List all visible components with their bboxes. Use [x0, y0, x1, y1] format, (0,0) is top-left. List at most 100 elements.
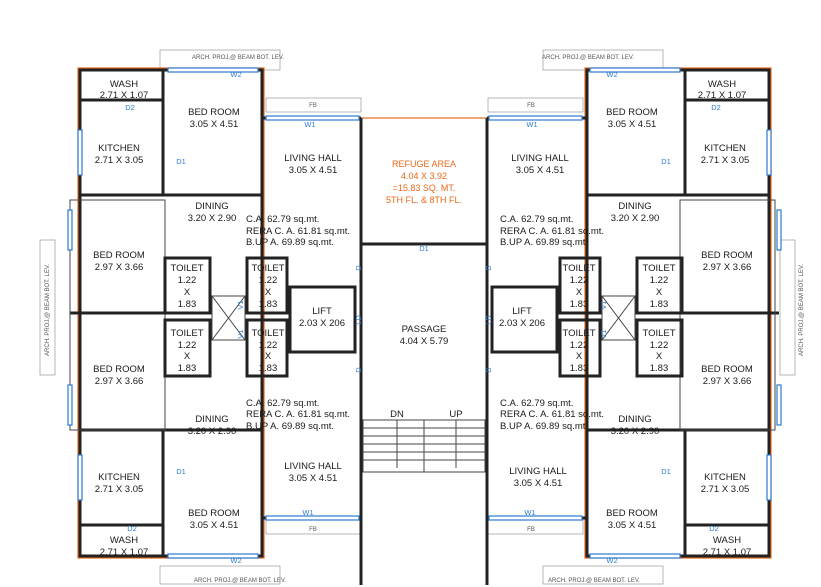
area-bup: B.UP A. 69.89 sq.mt.: [500, 237, 588, 248]
kitchen-dims: 2.71 X 3.05: [95, 484, 144, 495]
tag-d2: D2: [127, 524, 137, 533]
lift-left-name: LIFT: [312, 306, 332, 317]
bedroom-name: BED ROOM: [93, 250, 145, 261]
tag-d1: D1: [176, 157, 186, 166]
tag-w2: W2: [606, 556, 617, 565]
toilet-x: X: [184, 351, 191, 362]
area-rera: RERA C. A. 61.81 sq.mt.: [500, 409, 604, 420]
projection-note-side-right: ARCH. PROJ.@ BEAM BOT. LEV.: [799, 264, 805, 356]
refuge-floors: 5TH FL. & 8TH FL.: [386, 195, 462, 205]
bedroom-dims: 3.05 X 4.51: [190, 520, 239, 531]
dining-dims: 3.20 X 2.90: [188, 213, 237, 224]
living-hall-name: LIVING HALL: [284, 153, 342, 164]
toilet-name: TOILET: [251, 263, 284, 274]
refuge-title: REFUGE AREA: [392, 159, 456, 169]
bedroom-name: BED ROOM: [701, 364, 753, 375]
projection-note-bottom-right: ARCH. PROJ.@ BEAM BOT. LEV.: [548, 578, 640, 584]
wash-name: WASH: [110, 79, 138, 90]
toilet-height: 1.83: [570, 363, 589, 374]
staircase: [362, 419, 486, 473]
bedroom-dims: 2.97 X 3.66: [703, 376, 752, 387]
bedroom-name: BED ROOM: [606, 508, 658, 519]
area-ca: C.A. 62.79 sq.mt.: [500, 214, 573, 225]
tag-d2: D2: [125, 103, 135, 112]
tag-ld: LD: [484, 315, 493, 325]
toilet-width: 1.22: [259, 340, 278, 351]
toilet-x: X: [576, 287, 583, 298]
dining-name: DINING: [618, 201, 651, 212]
living-hall-dims: 3.05 X 4.51: [289, 473, 338, 484]
kitchen-dims: 2.71 X 3.05: [701, 484, 750, 495]
area-ca: C.A. 62.79 sq.mt.: [500, 398, 573, 409]
projection-lines: [39, 49, 796, 585]
dining-dims: 3.20 X 2.90: [188, 426, 237, 437]
unit-top-left: WASH 2.71 X 1.07 BED ROOM 3.05 X 4.51 KI…: [93, 79, 350, 310]
projection-note-side-left: ARCH. PROJ.@ BEAM BOT. LEV.: [45, 264, 51, 356]
refuge-area-value: =15.83 SQ. MT.: [393, 183, 456, 193]
dining-name: DINING: [195, 414, 228, 425]
tag-d2: D2: [709, 524, 719, 533]
toilet-height: 1.83: [650, 299, 669, 310]
tag-d: D: [484, 265, 493, 271]
wash-dims: 2.71 X 1.07: [703, 547, 752, 558]
tag-d: D: [354, 367, 363, 373]
bedroom-name: BED ROOM: [188, 508, 240, 519]
tag-d: D: [354, 265, 363, 271]
kitchen-dims: 2.71 X 3.05: [701, 155, 750, 166]
kitchen-name: KITCHEN: [704, 472, 746, 483]
tag-v1: V1: [599, 329, 608, 338]
fb-label: FB: [309, 527, 317, 533]
dining-name: DINING: [618, 414, 651, 425]
stair-down-label: DN: [390, 409, 404, 420]
lift-right-name: LIFT: [512, 306, 532, 317]
fb-label: FB: [527, 527, 535, 533]
toilet-x: X: [265, 287, 272, 298]
tag-d1: D1: [661, 467, 671, 476]
living-hall-name: LIVING HALL: [509, 466, 567, 477]
lift-left-dims: 2.03 X 206: [299, 318, 345, 329]
living-hall-name: LIVING HALL: [511, 153, 569, 164]
toilet-width: 1.22: [570, 340, 589, 351]
bedroom-dims: 3.05 X 4.51: [190, 119, 239, 130]
opening-tags: W2 W2 W2 W2 D2 D2 D2 D2 W1 W1 W1 W1 D1 D…: [125, 70, 721, 565]
living-hall-dims: 3.05 X 4.51: [514, 478, 563, 489]
toilet-x: X: [656, 351, 663, 362]
dining-dims: 3.20 X 2.90: [611, 213, 660, 224]
toilet-height: 1.83: [650, 363, 669, 374]
toilet-name: TOILET: [562, 328, 595, 339]
toilet-name: TOILET: [562, 263, 595, 274]
projection-note-bottom-left: ARCH. PROJ.@ BEAM BOT. LEV.: [194, 578, 286, 584]
bedroom-dims: 2.97 X 3.66: [95, 262, 144, 273]
toilet-width: 1.22: [178, 340, 197, 351]
toilet-x: X: [576, 351, 583, 362]
toilet-height: 1.83: [570, 299, 589, 310]
toilet-height: 1.83: [259, 363, 278, 374]
area-bup: B.UP A. 69.89 sq.mt.: [246, 237, 334, 248]
projection-note-top-left: ARCH. PROJ.@ BEAM BOT. LEV.: [192, 55, 284, 61]
tag-w1: W1: [302, 508, 313, 517]
tag-w2: W2: [606, 70, 617, 79]
tag-w1: W1: [526, 120, 537, 129]
toilet-width: 1.22: [650, 340, 669, 351]
toilet-name: TOILET: [642, 263, 675, 274]
stair-up-label: UP: [449, 409, 462, 420]
wash-dims: 2.71 X 1.07: [100, 90, 149, 101]
tag-w2: W2: [230, 556, 241, 565]
refuge-dims: 4.04 X 3.92: [401, 171, 447, 181]
tag-w2: W2: [230, 70, 241, 79]
projection-note-top-right: ARCH. PROJ.@ BEAM BOT. LEV.: [542, 55, 634, 61]
kitchen-name: KITCHEN: [704, 143, 746, 154]
bedroom-name: BED ROOM: [93, 364, 145, 375]
bedroom-dims: 2.97 X 3.66: [703, 262, 752, 273]
area-ca: C.A. 62.79 sq.mt.: [246, 398, 319, 409]
bedroom-name: BED ROOM: [701, 250, 753, 261]
toilet-name: TOILET: [170, 328, 203, 339]
bedroom-dims: 2.97 X 3.66: [95, 376, 144, 387]
living-hall-dims: 3.05 X 4.51: [516, 165, 565, 176]
bedroom-dims: 3.05 X 4.51: [608, 119, 657, 130]
living-hall-name: LIVING HALL: [284, 461, 342, 472]
tag-v1: V1: [599, 300, 608, 309]
tag-v1: V1: [236, 329, 245, 338]
tag-w1: W1: [524, 508, 535, 517]
kitchen-dims: 2.71 X 3.05: [95, 155, 144, 166]
